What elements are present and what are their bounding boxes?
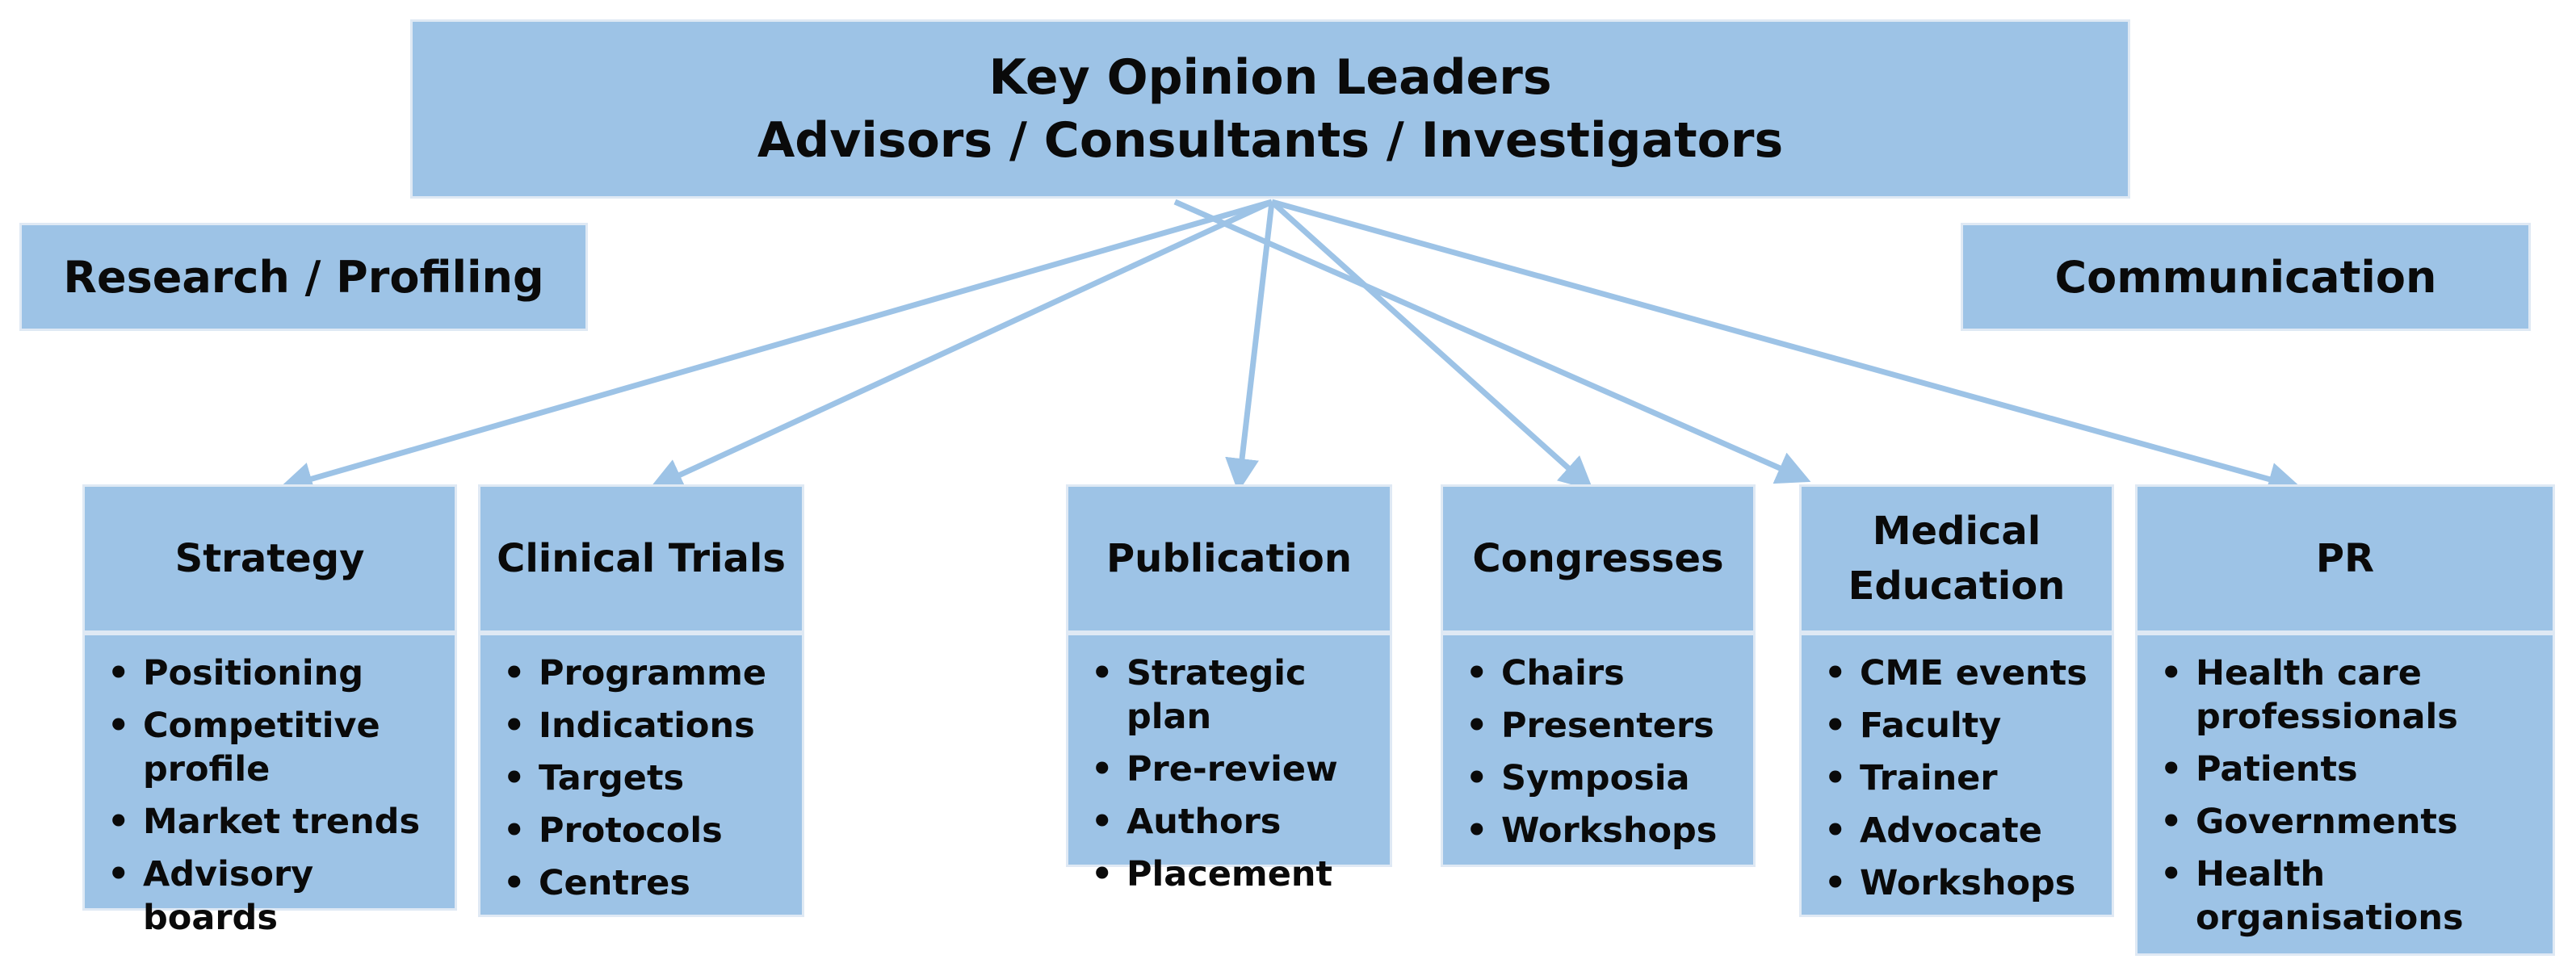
- list-item: Health organisations: [2160, 852, 2553, 940]
- publication-list: Strategic plan Pre-review Authors Placem…: [1068, 635, 1390, 896]
- clinical-trials-list: Programme Indications Targets Protocols …: [480, 635, 802, 905]
- list-item: Protocols: [503, 809, 802, 852]
- clinical-trials-list-box: Programme Indications Targets Protocols …: [478, 633, 804, 917]
- list-item: Faculty: [1824, 704, 2112, 748]
- list-item: Authors: [1091, 800, 1390, 844]
- list-item: Health care professionals: [2160, 651, 2553, 739]
- publication-list-box: Strategic plan Pre-review Authors Placem…: [1066, 633, 1392, 896]
- list-item: Advisory boards: [107, 852, 455, 940]
- pr-header: PR: [2135, 484, 2555, 633]
- list-item: Workshops: [1824, 861, 2112, 905]
- list-item: Trainer: [1824, 756, 2112, 800]
- pr-title: PR: [2315, 536, 2375, 581]
- strategy-header: Strategy: [82, 484, 457, 633]
- research-profiling-label: Research / Profiling: [63, 251, 544, 303]
- list-item: Pre-review: [1091, 748, 1390, 791]
- congresses-header: Congresses: [1441, 484, 1756, 633]
- clinical-trials-title: Clinical Trials: [497, 536, 786, 581]
- list-item: Programme: [503, 651, 802, 695]
- pr-list-box: Health care professionals Patients Gover…: [2135, 633, 2555, 956]
- congresses-title: Congresses: [1472, 536, 1724, 581]
- kol-subtitle: Advisors / Consultants / Investigators: [757, 112, 1784, 169]
- list-item: Presenters: [1466, 704, 1753, 748]
- strategy-title: Strategy: [174, 536, 365, 581]
- congresses-list: Chairs Presenters Symposia Workshops: [1443, 635, 1753, 852]
- kol-header-box: Key Opinion Leaders Advisors / Consultan…: [410, 19, 2130, 199]
- congresses-list-box: Chairs Presenters Symposia Workshops: [1441, 633, 1756, 867]
- list-item: Workshops: [1466, 809, 1753, 852]
- list-item: Chairs: [1466, 651, 1753, 695]
- medical-education-header: Medical Education: [1799, 484, 2114, 633]
- arrow-to-congresses: [1269, 199, 1594, 491]
- medical-education-list-box: CME events Faculty Trainer Advocate Work…: [1799, 633, 2114, 917]
- list-item: Governments: [2160, 800, 2553, 844]
- publication-title: Publication: [1105, 536, 1352, 581]
- clinical-trials-header: Clinical Trials: [478, 484, 804, 633]
- list-item: Strategic plan: [1091, 651, 1390, 739]
- arrow-to-strategy: [279, 199, 1273, 496]
- list-item: CME events: [1824, 651, 2112, 695]
- list-item: Targets: [503, 756, 802, 800]
- strategy-list: Positioning Competitive profile Market t…: [85, 635, 455, 940]
- communication-box: Communication: [1961, 223, 2531, 331]
- arrow-to-clinical-trials: [648, 199, 1273, 491]
- list-item: Advocate: [1824, 809, 2112, 852]
- list-item: Patients: [2160, 748, 2553, 791]
- research-profiling-box: Research / Profiling: [19, 223, 588, 331]
- list-item: Centres: [503, 861, 802, 905]
- arrow-to-publication: [1225, 201, 1275, 492]
- list-item: Market trends: [107, 800, 455, 844]
- pr-list: Health care professionals Patients Gover…: [2138, 635, 2553, 940]
- strategy-list-box: Positioning Competitive profile Market t…: [82, 633, 457, 938]
- publication-header: Publication: [1066, 484, 1392, 633]
- list-item: Placement: [1091, 852, 1390, 896]
- list-item: Indications: [503, 704, 802, 748]
- kol-title: Key Opinion Leaders: [988, 49, 1552, 106]
- list-item: Symposia: [1466, 756, 1753, 800]
- medical-education-title: Medical Education: [1848, 509, 2066, 609]
- medical-education-list: CME events Faculty Trainer Advocate Work…: [1802, 635, 2112, 905]
- list-item: Competitive profile: [107, 704, 455, 791]
- list-item: Positioning: [107, 651, 455, 695]
- communication-label: Communication: [2054, 251, 2437, 303]
- arrow-to-pr: [1271, 199, 2302, 496]
- arrow-to-medical-education: [1173, 199, 1811, 484]
